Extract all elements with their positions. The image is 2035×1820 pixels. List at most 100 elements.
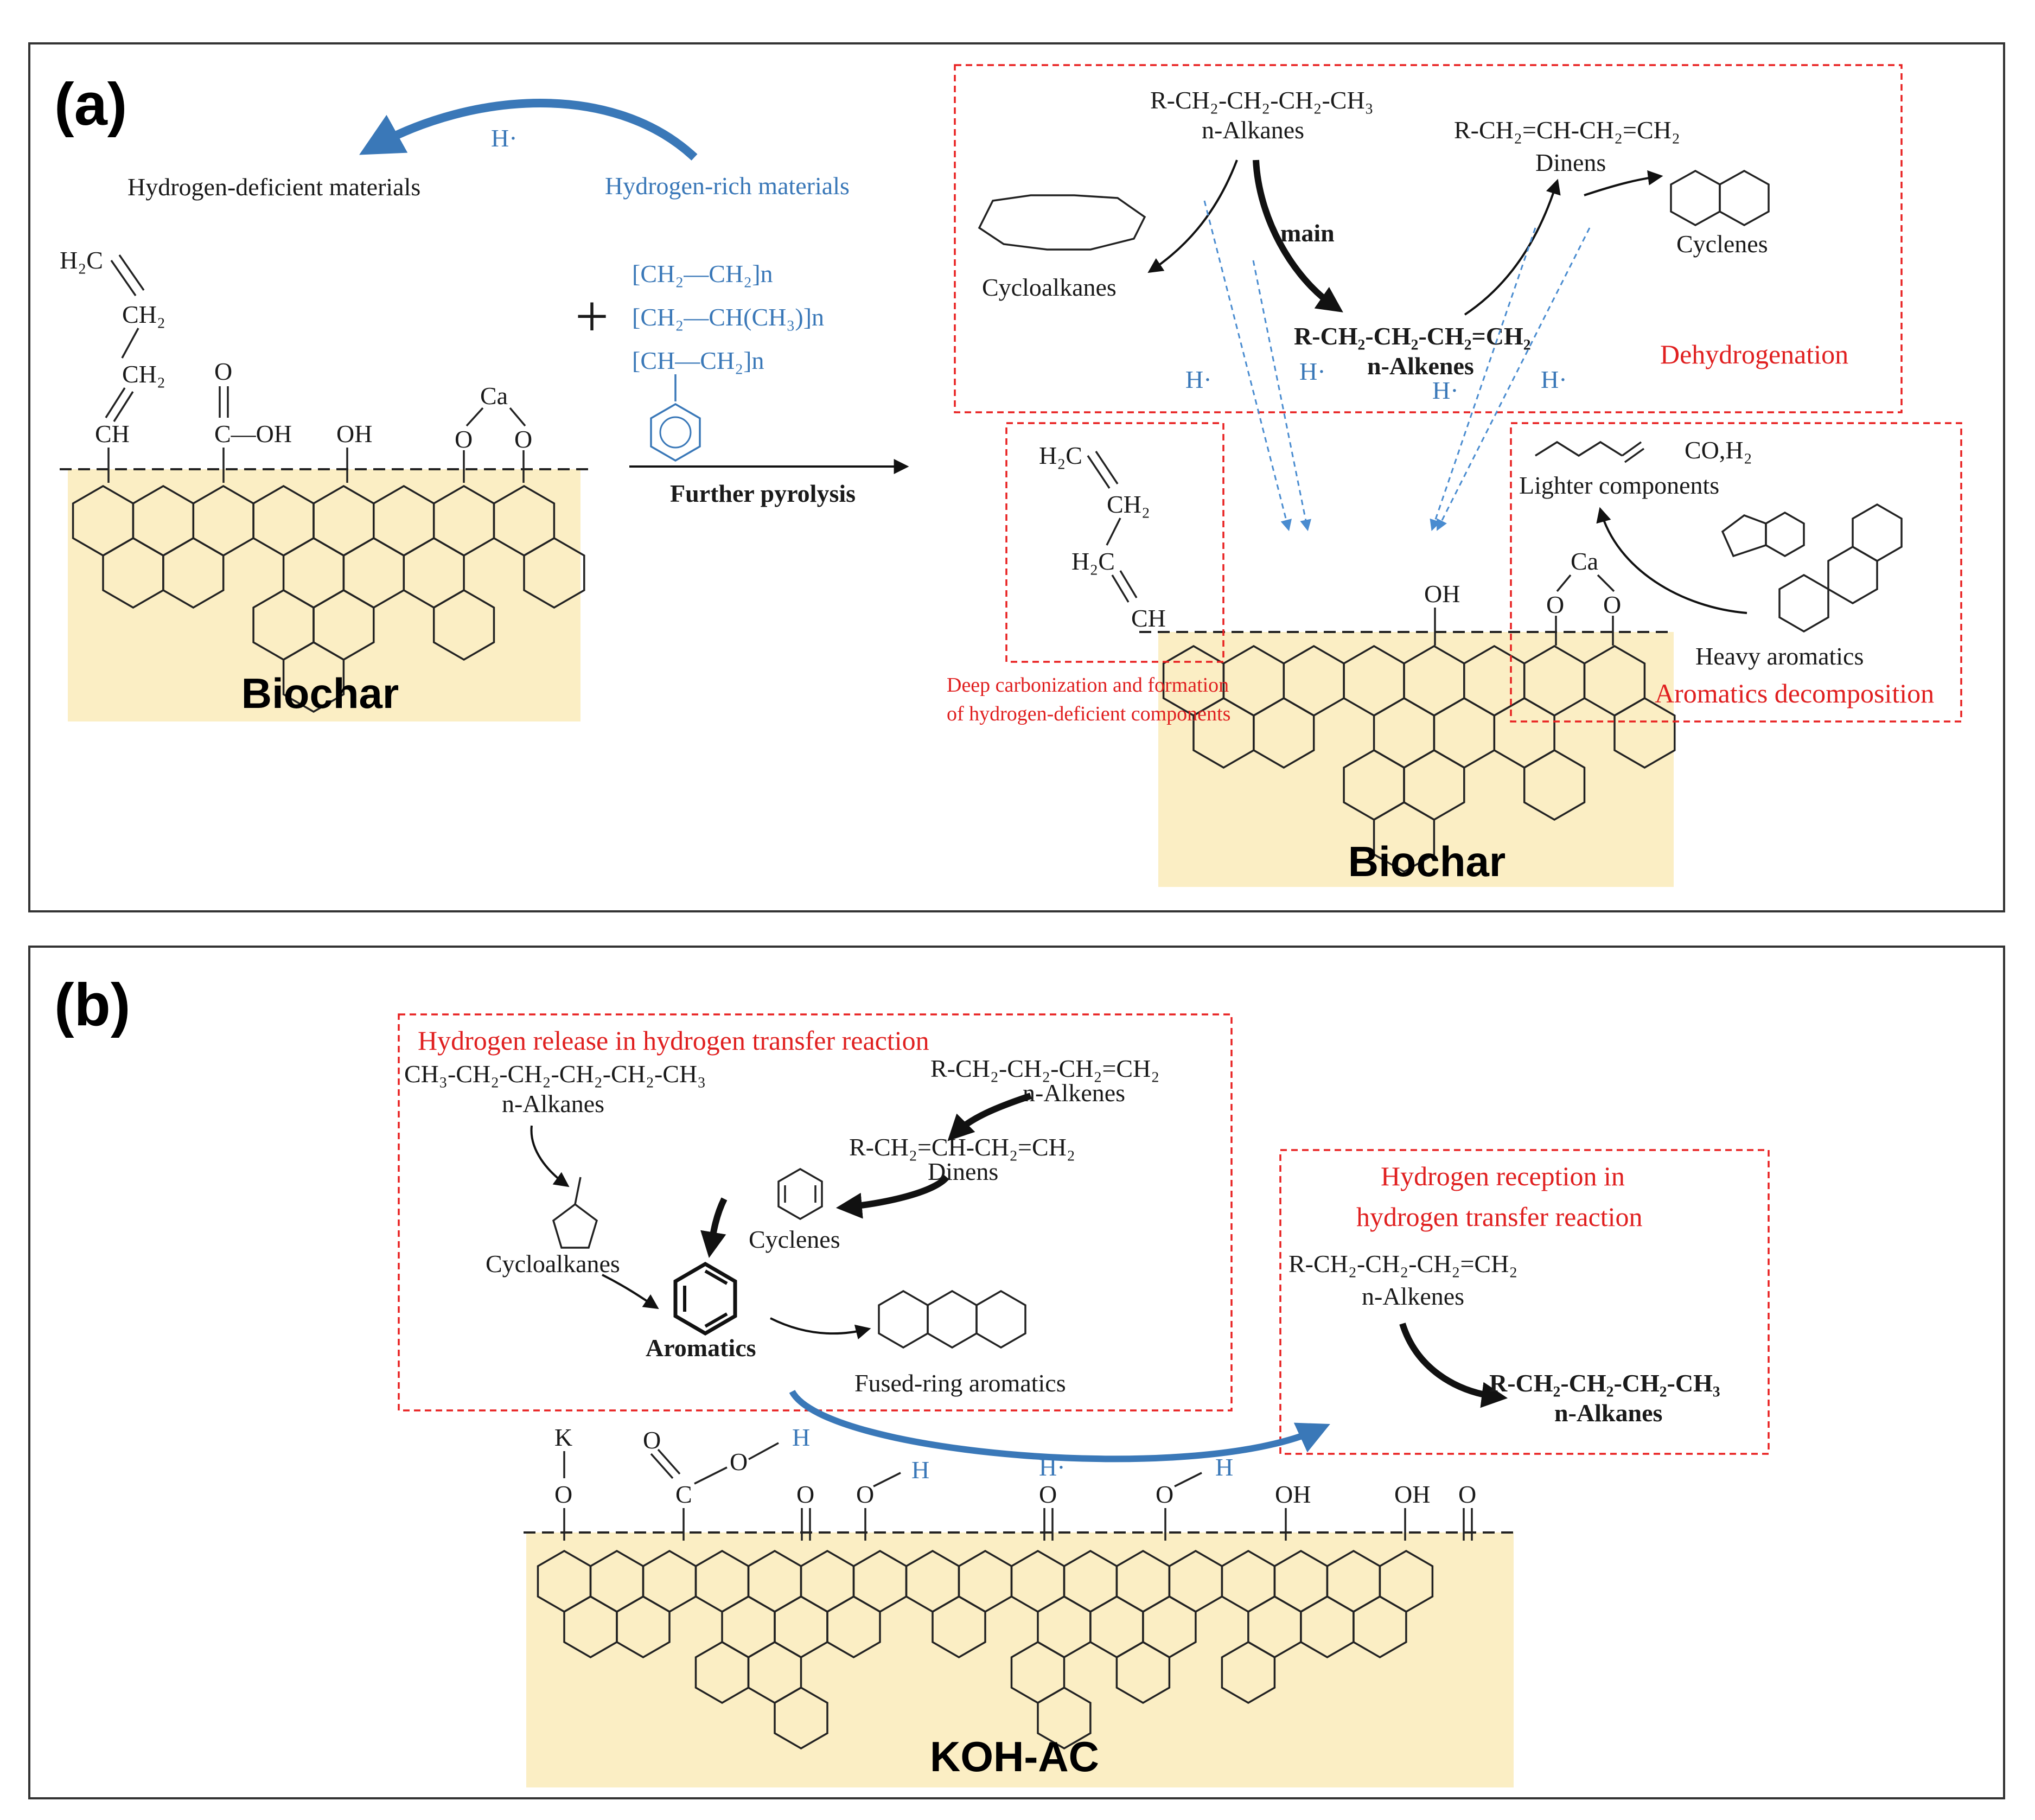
arrow-to-lighter [1596, 507, 1747, 614]
frag-ch: CH [95, 420, 130, 448]
deep-h2c2: H₂C [1071, 547, 1115, 575]
surf-o6: O [1039, 1480, 1057, 1508]
release-cycloalkanes: Cycloalkanes [486, 1250, 620, 1278]
reception-title-1: Hydrogen reception in [1381, 1161, 1625, 1191]
plus-sign: + [575, 283, 609, 349]
arrow-alkenes-to-alkanes [1399, 1323, 1508, 1408]
arrow-cyclenes-to-aromatics [700, 1197, 728, 1258]
frag-o: O [214, 357, 232, 385]
surf-h1: H [792, 1423, 810, 1451]
cycloalkane-large-ring [978, 194, 1146, 251]
polymer-pe: [CH₂—CH₂]n [632, 260, 773, 288]
lattice-hexagon [162, 537, 225, 609]
reception-alkanes-formula: R-CH₂-CH₂-CH₂-CH₃ [1489, 1369, 1720, 1397]
lattice-hexagon [1373, 801, 1436, 873]
dehydrogenation-box [954, 64, 1903, 413]
dehyd-main: main [1280, 219, 1335, 247]
reception-alkenes-name: n-Alkenes [1362, 1282, 1464, 1310]
panel-b-frame [28, 946, 2005, 1799]
dehyd-dinens-formula: R-CH₂=CH-CH₂=CH₂ [1454, 116, 1680, 144]
release-alkenes-name: n-Alkenes [1023, 1079, 1125, 1107]
release-alkanes-name: n-Alkanes [502, 1090, 604, 1117]
arrow-to-dinens [1464, 178, 1561, 316]
koh-ac-lattice [537, 1549, 1434, 1750]
frag-coh: C—OH [214, 420, 292, 448]
lattice-hexagon [282, 641, 345, 713]
deep-carbonization-box [1005, 422, 1224, 663]
release-aromatics: Aromatics [646, 1334, 756, 1362]
dehyd-alkenes-name: n-Alkenes [1367, 352, 1474, 380]
surf-o2: O [643, 1426, 661, 1454]
lattice-hexagon [774, 1686, 828, 1750]
release-dinens-formula: R-CH₂=CH-CH₂=CH₂ [849, 1133, 1075, 1161]
lattice-hexagon [932, 1595, 986, 1659]
arom-ca: Ca [1571, 547, 1598, 575]
biochar-right-lattice [1162, 644, 1676, 873]
deep-caption-2: of hydrogen-deficient components [947, 703, 1230, 725]
frag-o2: O [514, 425, 532, 453]
lattice-hexagon [826, 1595, 881, 1659]
dehyd-alkenes-formula: R-CH₂-CH₂-CH₂=CH₂ [1294, 322, 1531, 350]
frag-ch2a: CH₂ [122, 301, 165, 328]
arom-o2: O [1603, 591, 1621, 618]
hydrogen-rich-label: Hydrogen-rich materials [605, 172, 850, 200]
left-surface-groups: H₂C CH₂ CH₂ CH O C—OH OH Ca O O [60, 246, 532, 483]
reception-alkanes-name: n-Alkanes [1554, 1399, 1662, 1427]
surf-o1: O [554, 1480, 572, 1508]
phenanthrene-structure [1778, 503, 1903, 633]
panel-b-tag: (b) [54, 972, 130, 1038]
biochar-left-label: Biochar [241, 669, 399, 717]
cyclenes-structure [1670, 169, 1770, 227]
reception-title-2: hydrogen transfer reaction [1356, 1202, 1643, 1232]
arrow-alkenes-to-dinens [947, 1093, 1032, 1141]
indane-structure [1721, 511, 1805, 558]
release-alkenes-formula: R-CH₂-CH₂-CH₂=CH₂ [930, 1055, 1159, 1082]
hydrogen-release-box [398, 1013, 1233, 1412]
koh-ac-surface-groups: K O O C O H O O H H· O O H OH OH O [554, 1423, 1476, 1541]
frag-h2c: H₂C [60, 246, 103, 274]
deep-ch2: CH₂ [1107, 490, 1150, 518]
frag-ca: Ca [480, 382, 508, 410]
dehyd-alkanes-name: n-Alkanes [1202, 116, 1304, 144]
aromatics-decomposition-box [1510, 422, 1962, 723]
h-arrow-4 [1437, 227, 1591, 531]
arrow-to-cycloalkanes [1147, 159, 1238, 273]
hydrogen-deficient-label: Hydrogen-deficient materials [127, 173, 420, 201]
arrow-aromatics-to-fused [770, 1317, 871, 1340]
surf-h-dot: H· [1039, 1453, 1066, 1481]
frag-ch2b: CH₂ [122, 360, 165, 388]
lattice-hexagon [1613, 697, 1676, 769]
surf-o5: O [856, 1480, 874, 1508]
lattice-hexagon [616, 1595, 671, 1659]
surf-k: K [554, 1423, 572, 1451]
release-title: Hydrogen release in hydrogen transfer re… [418, 1025, 929, 1056]
dehyd-alkanes-formula: R-CH₂-CH₂-CH₂-CH₃ [1150, 86, 1374, 114]
deep-caption-1: Deep carbonization and formation [947, 674, 1229, 697]
further-pyrolysis-label: Further pyrolysis [670, 480, 856, 507]
release-cyclene-structure [777, 1167, 823, 1221]
surf-oh2: OH [1394, 1480, 1430, 1508]
h-arrow-1 [1203, 200, 1292, 532]
surf-h2: H [911, 1456, 929, 1484]
lattice-hexagon [1253, 697, 1315, 769]
reception-alkenes-formula: R-CH₂-CH₂-CH₂=CH₂ [1288, 1250, 1517, 1278]
dehyd-dinens-name: Dinens [1535, 149, 1606, 176]
koh-ac-base [526, 1532, 1514, 1787]
h-label-1: H· [1185, 366, 1212, 393]
arrow-dinens-to-cyclenes [835, 1174, 949, 1219]
lattice-hexagon [1353, 1595, 1407, 1659]
release-cyclenes: Cyclenes [749, 1225, 840, 1253]
surf-o3: O [730, 1448, 748, 1476]
light-alkene-chain [1535, 440, 1623, 457]
h-arrow-2 [1252, 260, 1311, 532]
lattice-hexagon [1221, 1640, 1276, 1704]
hydrogen-arrow-label: H· [491, 124, 518, 152]
styrene-ring [650, 403, 701, 462]
release-hexane: CH₃-CH₂-CH₂-CH₂-CH₂-CH₃ [404, 1060, 706, 1088]
surf-o8: O [1458, 1480, 1476, 1508]
lattice-hexagon [1115, 1640, 1171, 1704]
arrow-alkanes-to-cycloalkanes [530, 1125, 570, 1187]
arom-title: Aromatics decomposition [1655, 678, 1934, 708]
hydrogen-transfer-arrow-b [789, 1389, 1330, 1463]
dehyd-cycloalkanes: Cycloalkanes [982, 273, 1117, 301]
